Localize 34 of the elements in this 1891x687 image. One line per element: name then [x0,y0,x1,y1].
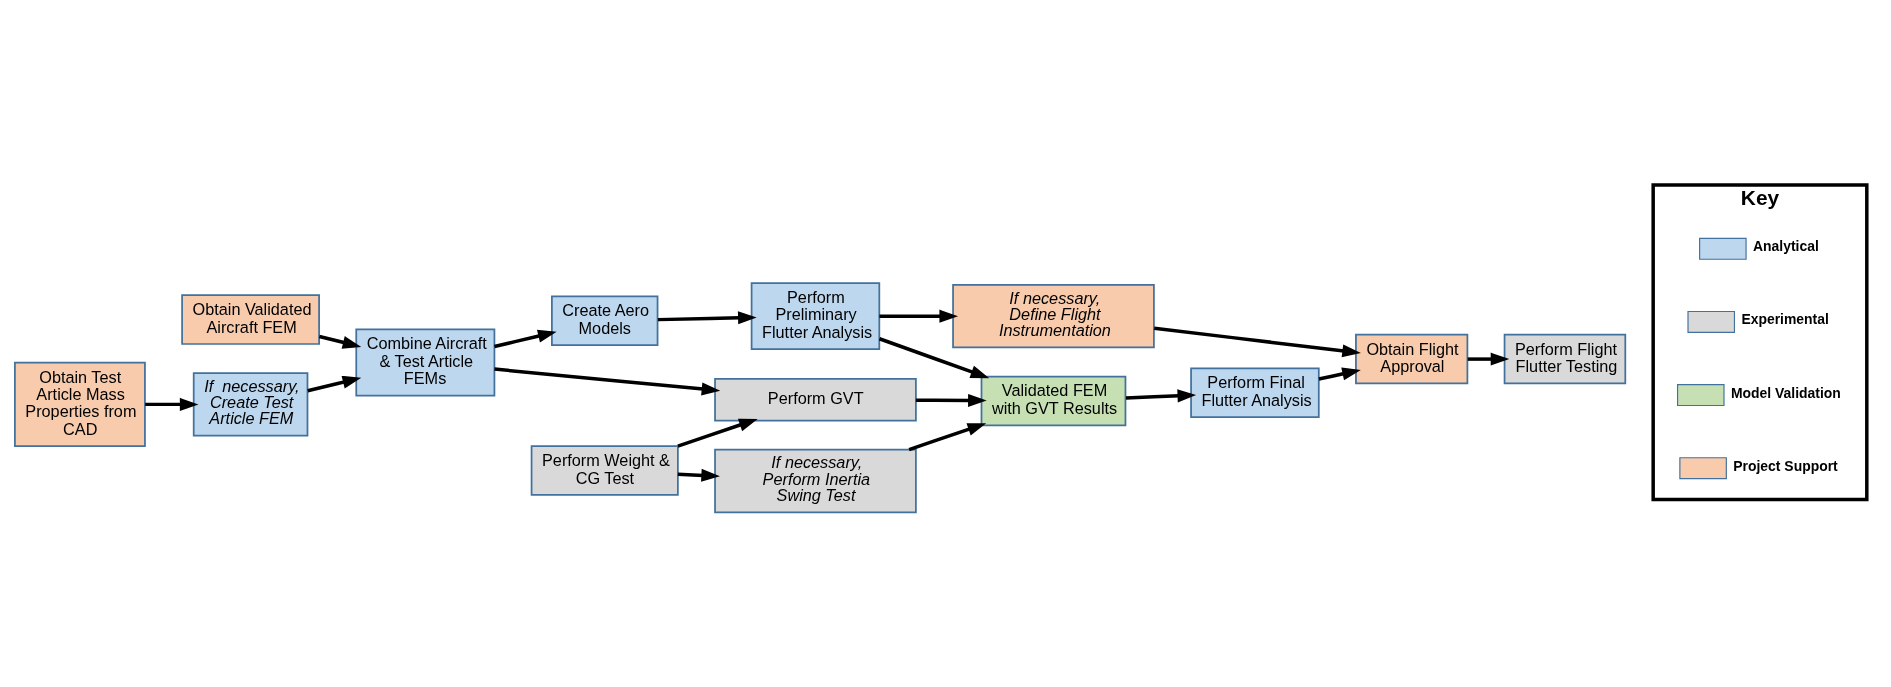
arrow [677,418,758,448]
arrow [1125,388,1197,402]
arrow [677,468,720,482]
node-box: Perform Preliminary Flutter Analysis [750,281,881,350]
node-box: If necessary, Create Test Article FEM [192,371,309,437]
node-box: Obtain Test Article Mass Properties from CAD [14,361,146,447]
arrow [494,366,721,395]
legend-label: Analytical [1753,237,1819,254]
arrow [494,329,557,348]
arrow [307,375,362,392]
arrow [1318,367,1361,381]
node-box: Perform Flight Flutter Testing [1503,333,1627,384]
arrow [145,397,199,411]
node-box: Validated FEM with GVT Results [980,375,1127,426]
node-box: Perform Weight & CG Test [530,444,679,496]
arrow [657,310,757,324]
arrow [319,334,362,349]
node-box: Obtain Flight Approval [1355,333,1469,384]
node-box: Combine Aircraft & Test Article FEMs [355,328,496,397]
arrow [1154,325,1361,357]
legend-label: Project Support [1733,457,1838,474]
node-box: Perform Final Flutter Analysis [1190,367,1320,418]
arrow [915,393,987,407]
node-box: Obtain Validated Aircraft FEM [181,293,320,345]
arrow [879,309,959,323]
node-box: Perform GVT [714,377,917,421]
arrow [878,336,990,378]
arrow [908,422,987,451]
arrow [1467,352,1510,366]
node-box: Create Aero Models [551,295,659,346]
node-box: If necessary, Perform Inertia Swing Test [714,448,917,513]
legend-label: Model Validation [1730,384,1841,401]
node-box: If necessary, Define Flight Instrumentation [952,283,1155,348]
legend-label: Experimental [1741,310,1829,327]
